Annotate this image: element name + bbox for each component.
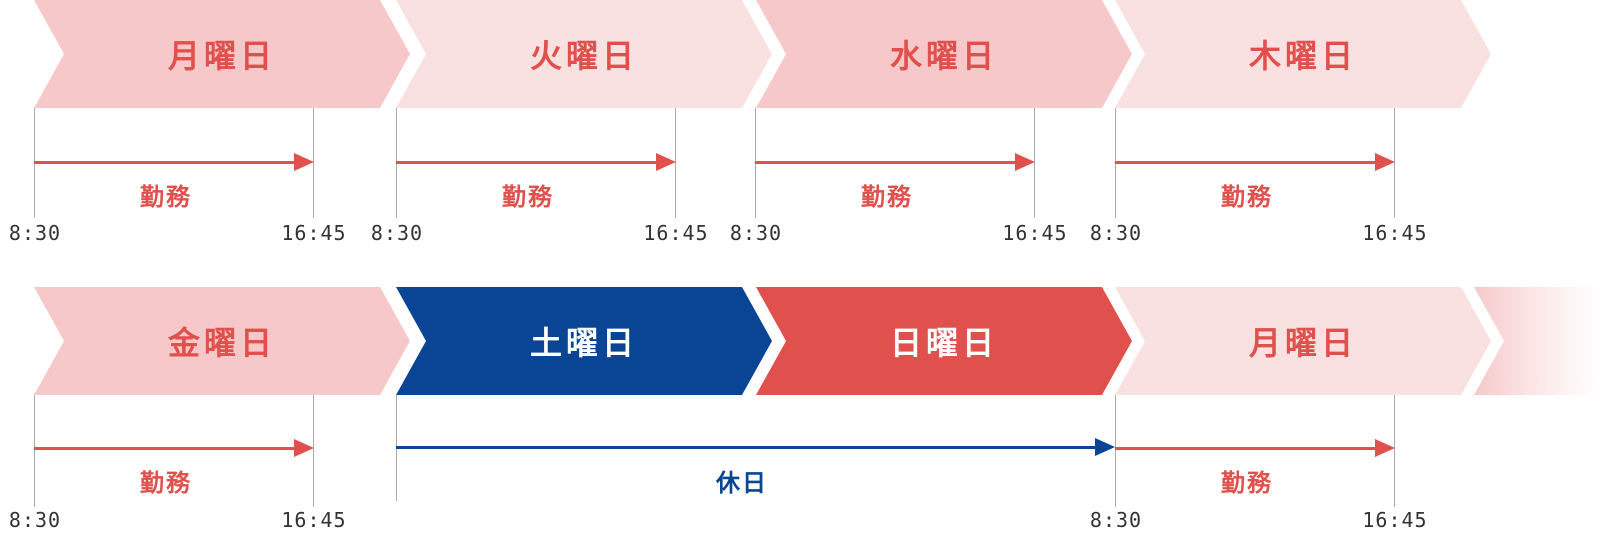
arrow-head-icon: [1375, 439, 1395, 457]
segment-label: 勤務: [140, 469, 192, 497]
segment-label: 勤務: [140, 183, 192, 211]
work-arrow-line: [34, 447, 296, 450]
day-label: 月曜日: [167, 37, 276, 75]
start-time: 8:30: [8, 221, 62, 245]
day-label: 水曜日: [889, 37, 998, 75]
holiday-arrow-line: [396, 446, 1098, 449]
start-time: 8:30: [8, 508, 62, 532]
end-time: 8:30: [1089, 508, 1143, 532]
day-label: 土曜日: [529, 324, 638, 362]
end-time: 16:45: [643, 221, 709, 245]
work-arrow-line: [34, 161, 296, 164]
day-label: 金曜日: [167, 324, 276, 362]
start-time: 8:30: [370, 221, 424, 245]
segment-label: 勤務: [1221, 183, 1273, 211]
end-time: 16:45: [1362, 221, 1428, 245]
arrow-head-icon: [1015, 153, 1035, 171]
day-label: 木曜日: [1248, 37, 1357, 75]
arrow-head-icon: [656, 153, 676, 171]
start-time: 8:30: [1089, 221, 1143, 245]
arrow-head-icon: [1375, 153, 1395, 171]
arrow-head-icon: [294, 439, 314, 457]
continuation-fade: [1474, 287, 1600, 395]
arrow-head-icon: [294, 153, 314, 171]
end-time: 16:45: [281, 221, 347, 245]
day-chevron-thursday: 木曜日: [1115, 0, 1491, 108]
day-label: 日曜日: [889, 324, 998, 362]
segment-label: 勤務: [861, 183, 913, 211]
end-tick: [1115, 395, 1116, 507]
segment-label: 休日: [716, 469, 768, 497]
start-time: 8:30: [729, 221, 783, 245]
arrow-head-icon: [1095, 438, 1115, 456]
work-arrow-line: [1115, 161, 1377, 164]
start-tick: [34, 395, 35, 507]
work-arrow-line: [755, 161, 1017, 164]
day-label: 月曜日: [1248, 324, 1357, 362]
day-chevron-saturday: 土曜日: [396, 287, 772, 395]
day-chevron-sunday: 日曜日: [756, 287, 1132, 395]
work-arrow-line: [1115, 447, 1377, 450]
work-arrow-line: [396, 161, 658, 164]
segment-label: 勤務: [1221, 469, 1273, 497]
end-time: 16:45: [1002, 221, 1068, 245]
end-time: 16:45: [1362, 508, 1428, 532]
day-chevron-friday: 金曜日: [34, 287, 410, 395]
day-label: 火曜日: [529, 37, 638, 75]
segment-label: 勤務: [502, 183, 554, 211]
day-chevron-wednesday: 水曜日: [756, 0, 1132, 108]
day-chevron-monday-next: 月曜日: [1115, 287, 1491, 395]
day-chevron-tuesday: 火曜日: [396, 0, 772, 108]
end-time: 16:45: [281, 508, 347, 532]
day-chevron-monday: 月曜日: [34, 0, 410, 108]
